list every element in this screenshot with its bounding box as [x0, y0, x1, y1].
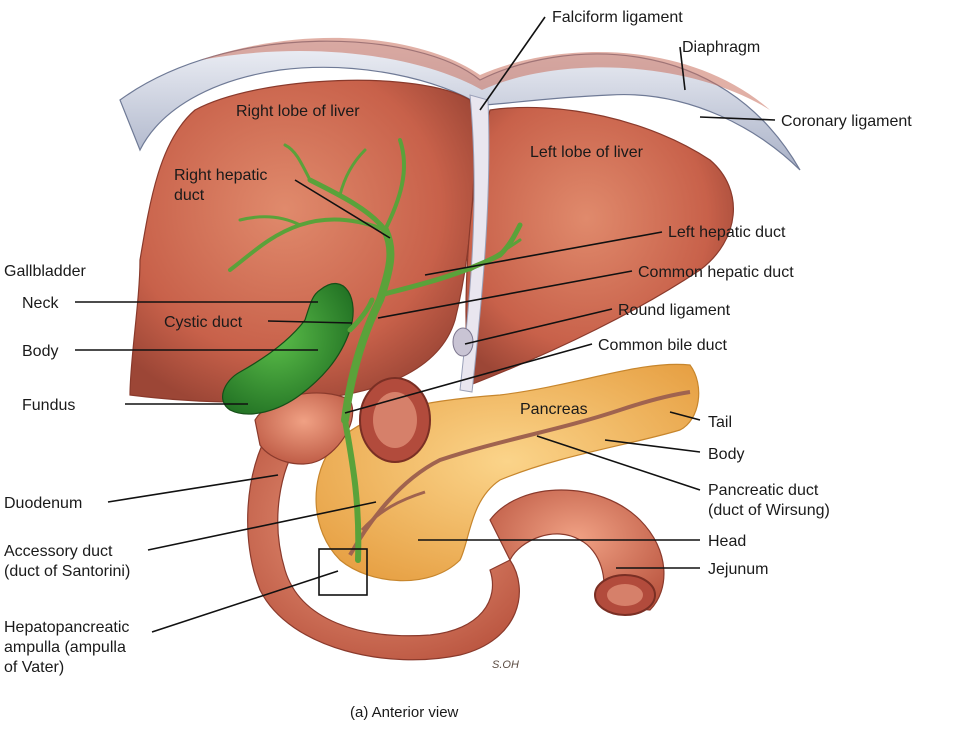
label-falciform-ligament: Falciform ligament	[552, 9, 683, 26]
label-pancreatic-duct-1: Pancreatic duct	[708, 482, 819, 499]
label-common-hepatic-duct: Common hepatic duct	[638, 264, 794, 281]
leader-lines	[75, 16, 776, 633]
label-common-bile-duct: Common bile duct	[598, 337, 728, 354]
label-accessory-duct-2: (duct of Santorini)	[4, 563, 130, 580]
label-right-hepatic-duct-2: duct	[174, 187, 205, 204]
label-left-lobe-of-liver: Left lobe of liver	[530, 144, 644, 161]
label-round-ligament: Round ligament	[618, 302, 731, 319]
liver-left-lobe	[465, 106, 734, 386]
ampulla-box	[318, 548, 368, 596]
artist-signature: S.OH	[492, 659, 519, 671]
label-ampulla-1: Hepatopancreatic	[4, 619, 129, 636]
label-ampulla-3: of Vater)	[4, 659, 64, 676]
label-gallbladder-body: Body	[22, 343, 58, 360]
label-cystic-duct: Cystic duct	[164, 314, 243, 331]
diaphragm-muscle-band	[200, 37, 770, 110]
label-duodenum: Duodenum	[4, 495, 82, 512]
label-fundus: Fundus	[22, 397, 75, 414]
label-neck: Neck	[22, 295, 59, 312]
label-head: Head	[708, 533, 746, 550]
label-left-hepatic-duct: Left hepatic duct	[668, 224, 786, 241]
bile-duct-tree	[228, 138, 523, 563]
label-right-lobe-of-liver: Right lobe of liver	[236, 103, 360, 120]
pylorus-lumen	[373, 392, 417, 448]
label-jejunum: Jejunum	[708, 561, 768, 578]
label-pancreas-body: Body	[708, 446, 744, 463]
accessory-duct-line	[360, 490, 426, 532]
label-coronary-ligament: Coronary ligament	[781, 113, 912, 130]
label-tail: Tail	[708, 414, 732, 431]
falciform-ligament-shape	[459, 94, 490, 393]
figure-caption: (a) Anterior view	[350, 704, 459, 721]
label-gallbladder: Gallbladder	[4, 263, 87, 280]
label-accessory-duct-1: Accessory duct	[4, 543, 113, 560]
label-right-hepatic-duct-1: Right hepatic	[174, 167, 267, 184]
label-ampulla-2: ampulla (ampulla	[4, 639, 126, 656]
jejunum-lumen	[607, 584, 643, 606]
pancreatic-duct-line	[348, 390, 691, 556]
label-pancreatic-duct-2: (duct of Wirsung)	[708, 502, 830, 519]
label-pancreas: Pancreas	[520, 401, 588, 418]
label-diaphragm: Diaphragm	[682, 39, 760, 56]
